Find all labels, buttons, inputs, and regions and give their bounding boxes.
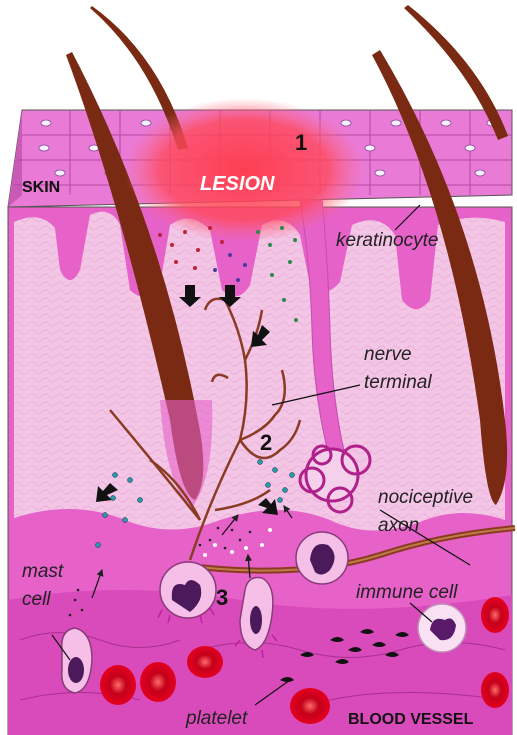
label-immune-cell: immune cell (356, 582, 458, 603)
immune-cell (418, 604, 466, 652)
skin-slab-side (8, 110, 22, 207)
immune-cell-axon (296, 532, 348, 584)
label-nerve-terminal-line1: nerve (364, 344, 412, 365)
step-2: 2 (260, 430, 272, 455)
label-mast-line2: cell (22, 589, 51, 610)
step-3: 3 (216, 585, 228, 610)
label-nociceptive-line1: nociceptive (378, 487, 473, 508)
label-nociceptive-line2: axon (378, 515, 419, 536)
label-blood-vessel: BLOOD VESSEL (348, 711, 474, 728)
label-skin: SKIN (22, 179, 60, 196)
label-platelet: platelet (185, 708, 248, 729)
label-mast-line1: mast (22, 561, 64, 582)
label-nerve-terminal-line2: terminal (364, 372, 432, 393)
mast-cell-small (62, 628, 92, 693)
lesion-area (124, 98, 364, 242)
label-lesion: LESION (200, 173, 275, 195)
step-1: 1 (295, 130, 307, 155)
label-keratinocyte: keratinocyte (336, 230, 438, 251)
